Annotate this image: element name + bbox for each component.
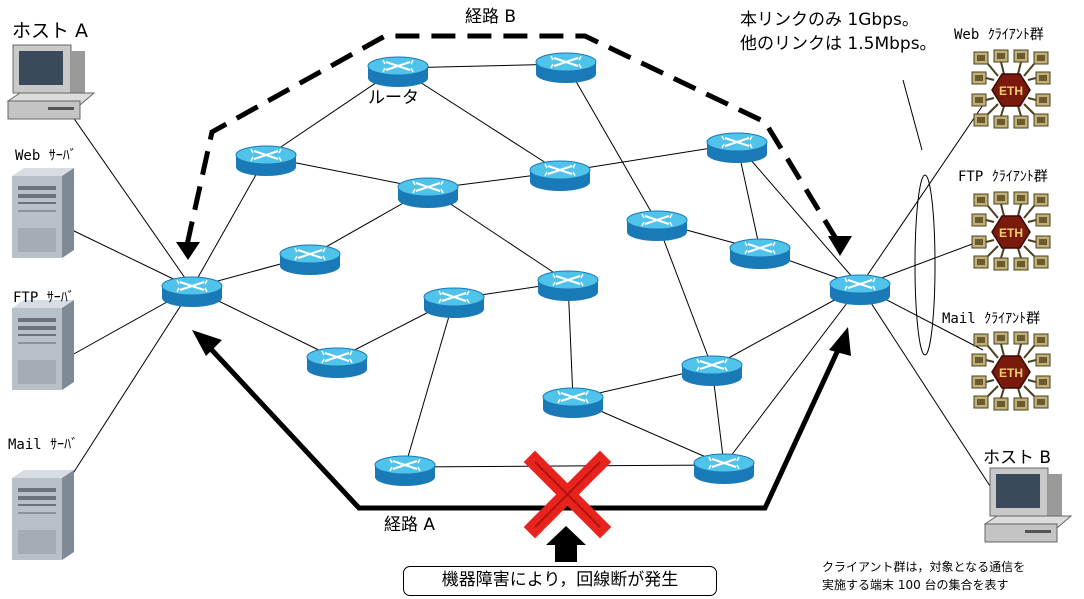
route-a-path (192, 327, 851, 511)
link-note-1: 本リンクのみ 1Gbps。 (740, 10, 919, 30)
host-b-label: ホスト B (983, 448, 1052, 468)
host-a-pc-icon (7, 44, 95, 120)
ftp-client-label: FTP ｸﾗｲｱﾝﾄ群 (958, 169, 1048, 185)
failure-up-arrow-icon (546, 526, 586, 562)
router (537, 270, 599, 302)
failure-callout: 機器障害により，回線断が発生 (403, 566, 717, 596)
router (706, 132, 768, 164)
ftp-client-group-icon (971, 191, 1051, 271)
route-b-label: 経路 B (465, 7, 517, 27)
router (423, 287, 485, 319)
route-a-label: 経路 A (384, 515, 436, 535)
link-note-2: 他のリンクは 1.5Mbps。 (740, 34, 937, 54)
router-left (161, 276, 223, 308)
host-b-pc-icon (984, 467, 1072, 543)
route-b-arrowhead-left (176, 242, 200, 260)
web-server-icon (12, 168, 74, 258)
host-a-label: ホスト A (12, 20, 89, 42)
router (681, 355, 743, 387)
route-a-arrowhead-right (829, 327, 851, 356)
network-links (51, 63, 991, 487)
mail-client-group-icon (971, 331, 1051, 411)
route-b-path (176, 33, 852, 260)
mail-client-label: Mail ｸﾗｲｱﾝﾄ群 (942, 311, 1041, 327)
router (235, 145, 297, 177)
client-note-1: クライアント群は，対象となる通信を (822, 560, 1026, 574)
mail-server-label: Mail ｻｰﾊﾞ (8, 437, 79, 453)
web-server-label: Web ｻｰﾊﾞ (15, 148, 77, 164)
router (279, 244, 341, 276)
router (529, 160, 591, 192)
web-client-group-icon (971, 49, 1051, 129)
router (367, 56, 429, 88)
ftp-server-icon (12, 300, 74, 390)
mail-server-icon (12, 470, 74, 560)
web-client-label: Web ｸﾗｲｱﾝﾄ群 (954, 27, 1044, 43)
failure-x-icon (523, 450, 612, 539)
gigabit-link-marker (914, 174, 936, 356)
routers (161, 52, 891, 487)
router (374, 455, 436, 487)
router-right (829, 274, 891, 306)
router (729, 238, 791, 270)
ftp-server-label: FTP ｻｰﾊﾞ (13, 290, 75, 306)
router (535, 52, 597, 84)
router (397, 177, 459, 209)
router (626, 210, 688, 242)
router (306, 347, 368, 379)
router (542, 387, 604, 419)
route-b-arrowhead-right (828, 236, 852, 256)
router-label: ルータ (368, 88, 419, 108)
client-note-2: 実施する端末 100 台の集合を表す (822, 578, 1009, 592)
router (693, 453, 755, 485)
route-a-arrowhead-left (192, 330, 222, 356)
